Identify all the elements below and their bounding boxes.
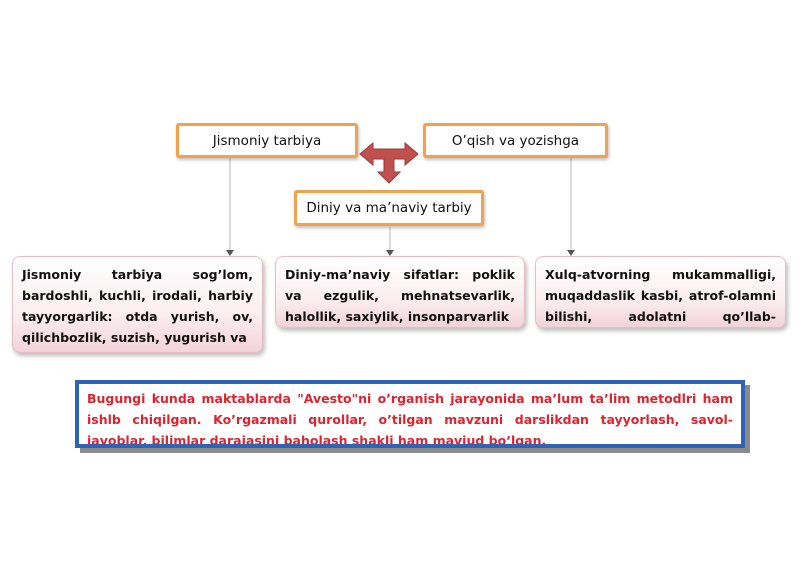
connector-middle-arrowhead — [386, 250, 394, 256]
box-diniy-manaviy-sifatlar: Diniy-ma’naviy sifatlar: poklik va ezgul… — [275, 256, 525, 328]
node-oqish-va-yozishga-label: O’qish va yozishga — [451, 132, 580, 149]
box-diniy-manaviy-sifatlar-text: Diniy-ma’naviy sifatlar: poklik va ezgul… — [285, 267, 515, 324]
connector-right-arrowhead — [567, 250, 575, 256]
box-jismoniy-tarbiya-details: Jismoniy tarbiya sog’lom, bardoshli, kuc… — [12, 256, 263, 353]
triple-arrow-icon — [359, 141, 419, 184]
node-oqish-va-yozishga: O’qish va yozishga — [423, 123, 608, 158]
node-diniy-va-manaviy-tarbiy: Diniy va ma’naviy tarbiy — [294, 190, 484, 226]
node-diniy-va-manaviy-tarbiy-label: Diniy va ma’naviy tarbiy — [306, 200, 472, 216]
box-xulq-atvor: Xulq-atvorning mukammalligi, muqaddaslik… — [535, 256, 786, 328]
node-jismoniy-tarbiya-label: Jismoniy tarbiya — [212, 132, 322, 149]
connector-left-arrowhead — [226, 250, 234, 256]
box-xulq-atvor-text: Xulq-atvorning mukammalligi, muqaddaslik… — [545, 267, 776, 324]
note-avesto-metodlari-text: Bugungi kunda maktablarda "Avesto"ni o’r… — [87, 391, 733, 448]
box-jismoniy-tarbiya-details-text: Jismoniy tarbiya sog’lom, bardoshli, kuc… — [22, 267, 253, 345]
node-jismoniy-tarbiya: Jismoniy tarbiya — [176, 123, 358, 158]
note-avesto-metodlari: Bugungi kunda maktablarda "Avesto"ni o’r… — [75, 380, 745, 448]
